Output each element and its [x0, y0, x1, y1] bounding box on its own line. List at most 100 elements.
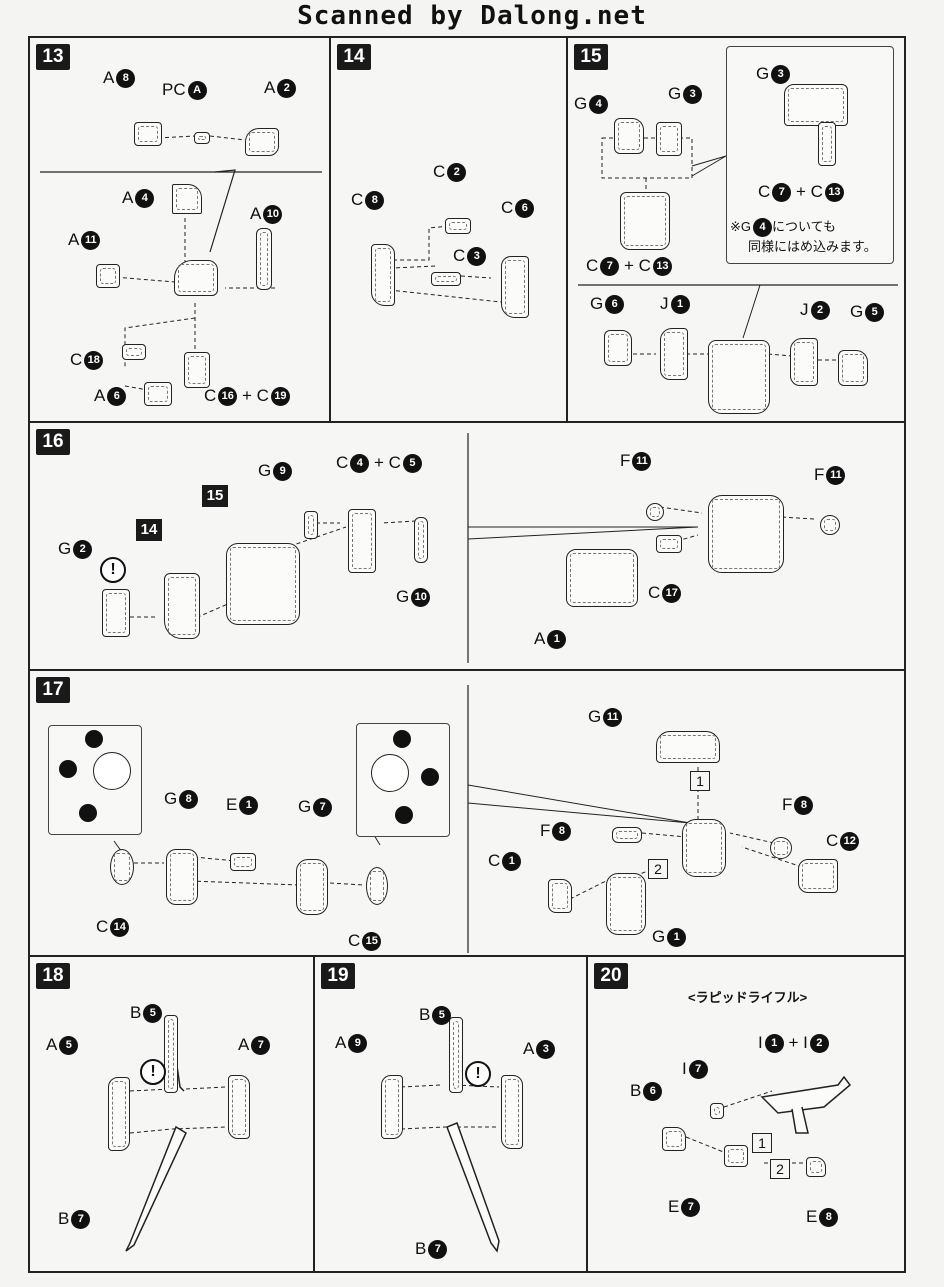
part-e1: [230, 853, 256, 871]
part-a2: [245, 128, 279, 156]
part-c1: [548, 879, 572, 913]
order-marker-1: 1: [690, 771, 710, 791]
step-16-ref-15: 15: [202, 485, 228, 507]
part-g11: [656, 731, 720, 763]
step-13-number: 13: [36, 44, 70, 70]
exclamation-icon: !: [140, 1059, 166, 1085]
part-c2: [445, 218, 471, 234]
part-c17: [656, 535, 682, 553]
part-c15: [366, 867, 388, 905]
part-g1: [606, 873, 646, 935]
part-c7-c13: [620, 192, 670, 250]
step-16-ref-14: 14: [136, 519, 162, 541]
step-19-diagram: [400, 1084, 500, 1253]
part-c4-c5: [348, 509, 376, 573]
part-g9: [304, 511, 318, 539]
pointer-icon: [395, 806, 413, 824]
part-f8-left: [612, 827, 642, 843]
scan-credit-header: Scanned by Dalong.net: [0, 0, 944, 34]
part-g5: [838, 350, 868, 386]
part-step14-assembly: [164, 573, 200, 639]
scan-credit: Scanned by Dalong.net: [297, 1, 647, 31]
part-c3: [431, 272, 461, 286]
part-c16-c19: [184, 352, 210, 388]
part-a5: [108, 1077, 130, 1151]
exclamation-icon: !: [100, 557, 126, 583]
part-step15-assembly: [226, 543, 300, 625]
part-a6: [144, 382, 172, 406]
detail-inset-right: [356, 723, 450, 837]
part-b5: [449, 1017, 463, 1093]
part-a10: [256, 228, 272, 290]
step-20-title: <ラピッドライフル>: [688, 990, 808, 1005]
part-pca: [194, 132, 210, 144]
part-e8: [806, 1157, 826, 1177]
part-g2: [102, 589, 130, 637]
step-15-number: 15: [574, 44, 608, 70]
part-g4: [614, 118, 644, 154]
pointer-icon: [421, 768, 439, 786]
part-g7: [296, 859, 328, 915]
step-16-number: 16: [36, 429, 70, 455]
part-c7-c13-detail: [818, 122, 836, 166]
step-17-number: 17: [36, 677, 70, 703]
part-e7: [724, 1145, 748, 1167]
part-j1: [660, 328, 688, 380]
order-marker-2: 2: [770, 1159, 790, 1179]
part-a11: [96, 264, 120, 288]
part-a3: [501, 1075, 523, 1149]
part-g8: [166, 849, 198, 905]
step-15-note-line2: 同様にはめ込みます。: [748, 239, 877, 254]
part-c18: [122, 344, 146, 360]
part-f11-left: [646, 503, 664, 521]
part-c8: [371, 244, 395, 306]
part-a7: [228, 1075, 250, 1139]
part-b5: [164, 1015, 178, 1093]
pointer-icon: [79, 804, 97, 822]
part-c14: [110, 849, 134, 885]
